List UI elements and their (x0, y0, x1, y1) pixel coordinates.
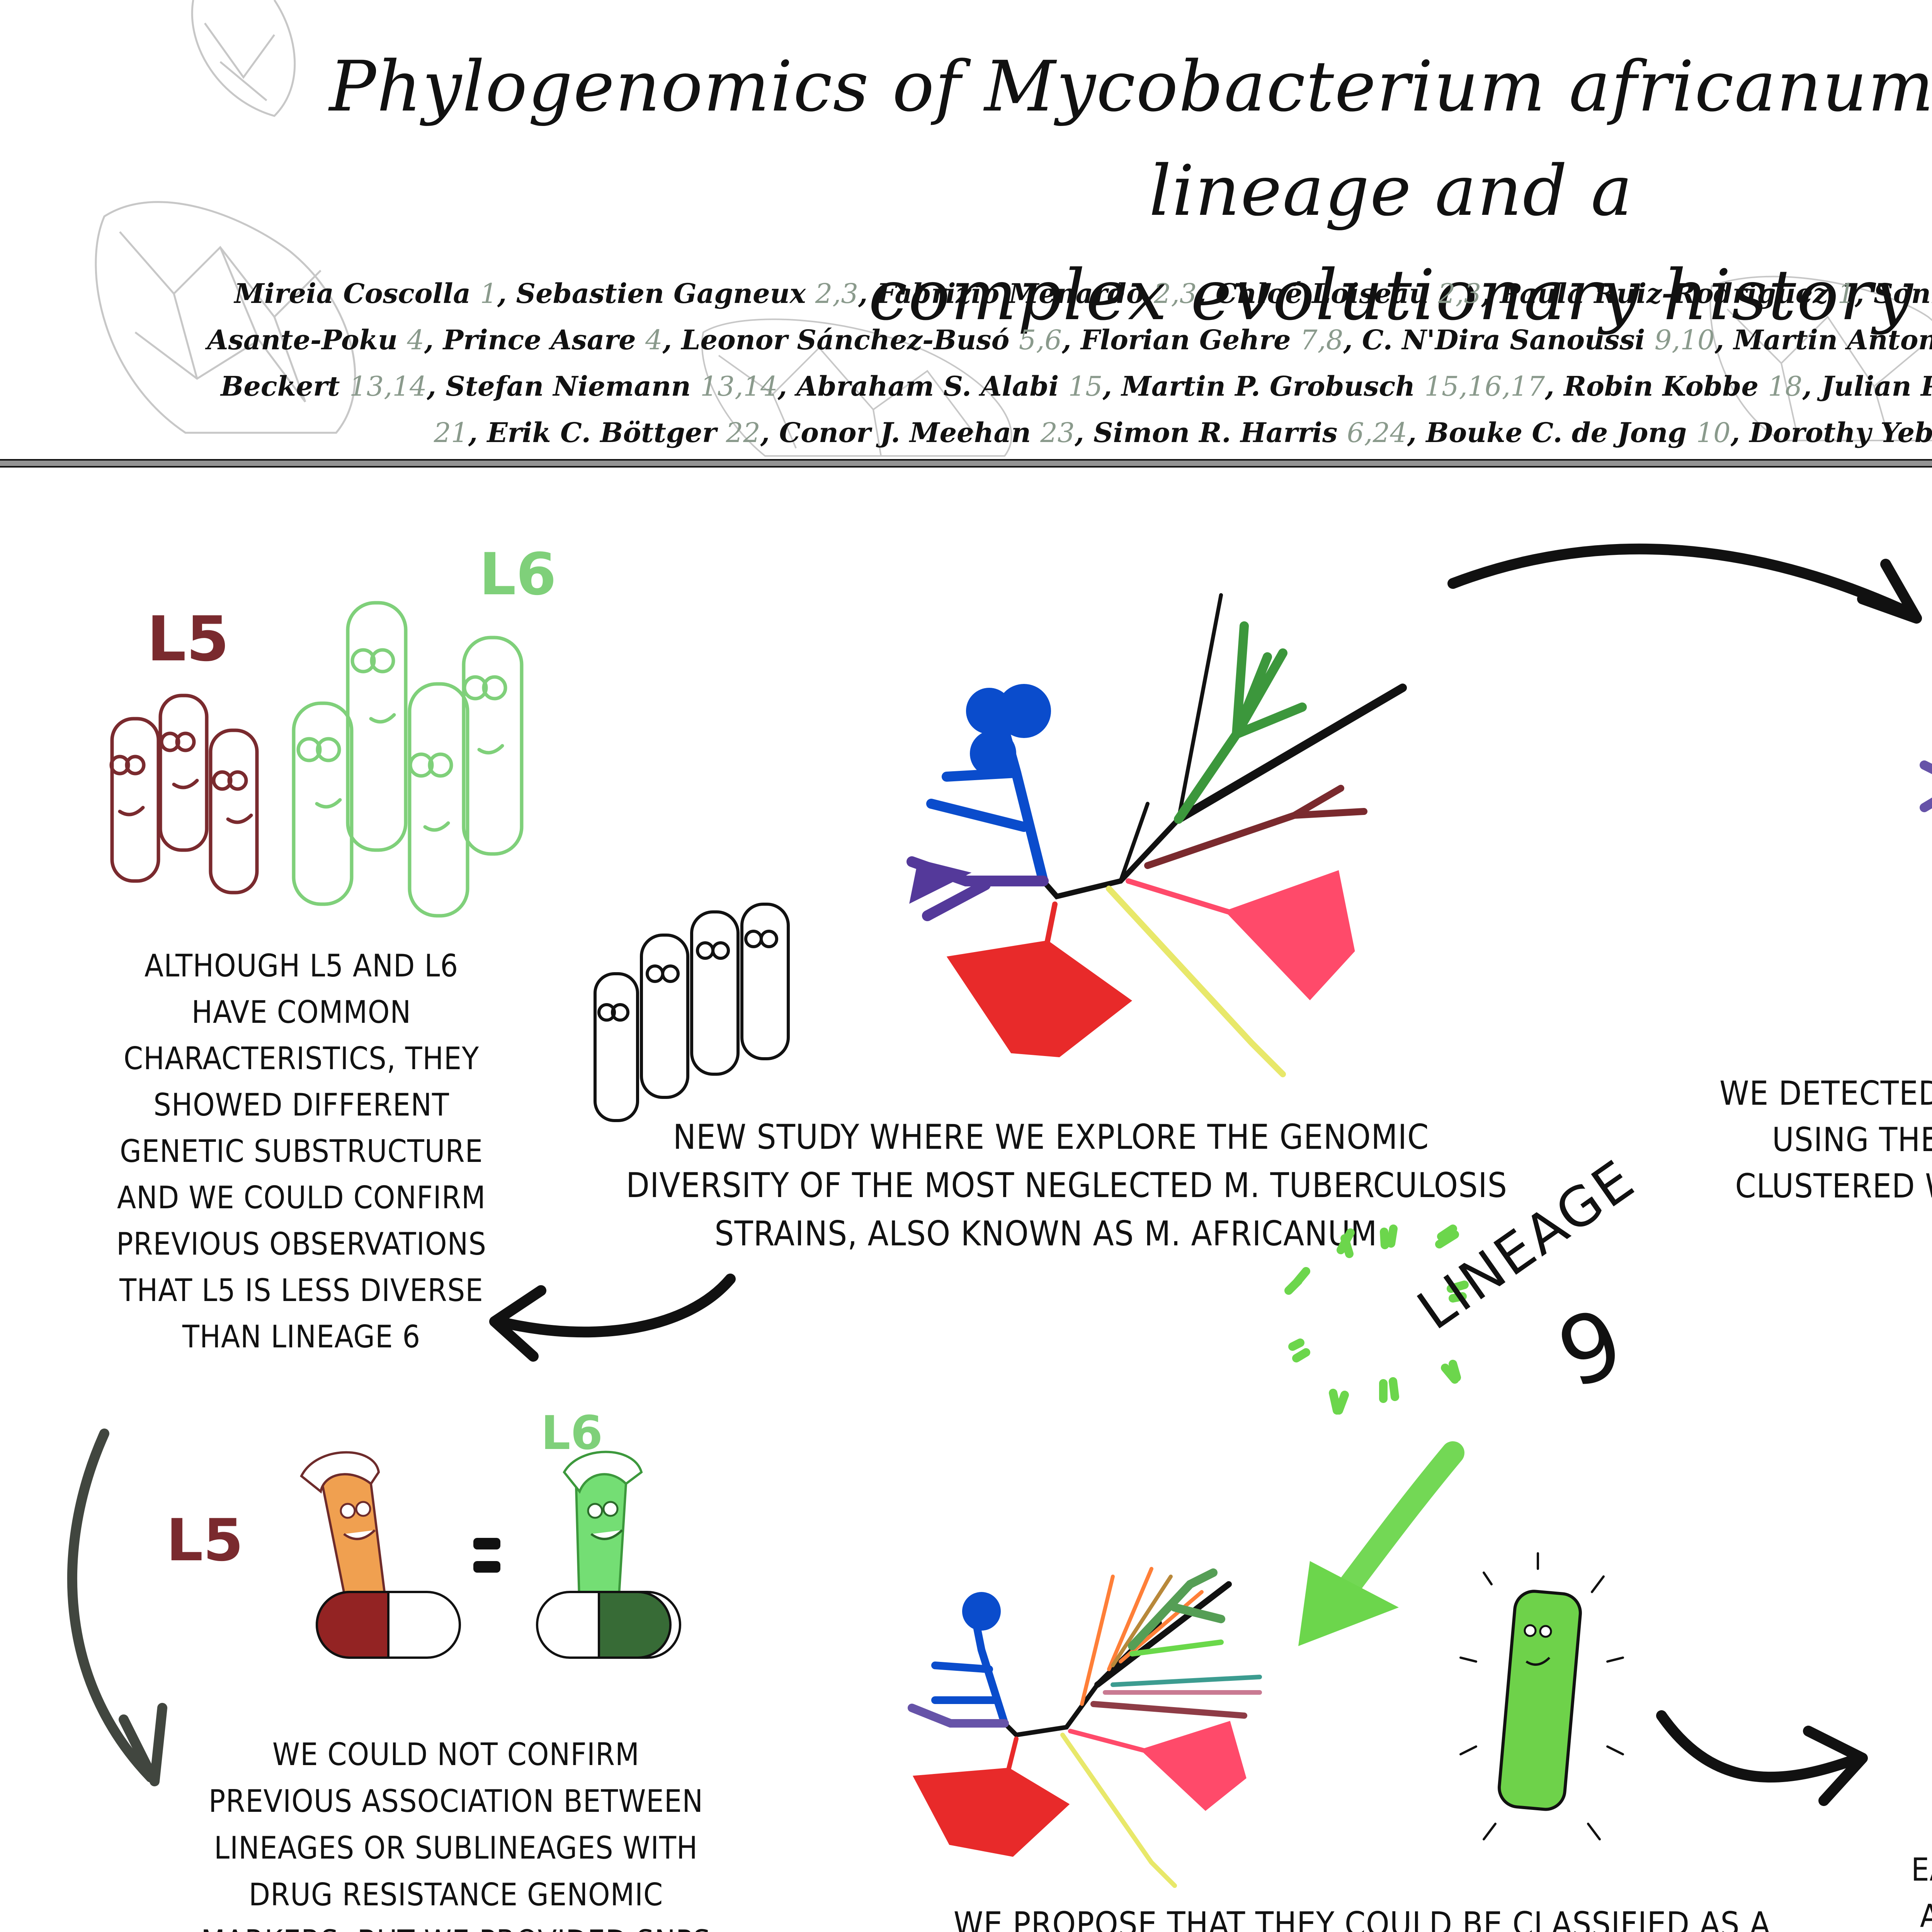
lineage9-burst-marks (1284, 1225, 1469, 1415)
author-name: Adwoa Asante-Poku (207, 324, 398, 356)
author-affiliation-number: 4 (645, 324, 663, 356)
l5-l6-diversity-text: ALTHOUGH L5 AND L6 HAVE COMMON CHARACTER… (116, 948, 487, 1355)
author-name: Conor J. Meehan (779, 417, 1041, 449)
author-affiliation-number: 2,3 (815, 278, 859, 310)
author-name: Mireia Coscolla (234, 277, 480, 310)
intro-text: NEW STUDY WHERE WE EXPLORE THE GENOMIC D… (626, 1117, 1507, 1253)
author-name: Paula Ruiz-Rodriguez (1500, 277, 1838, 310)
author-affiliation-number: 10 (1696, 417, 1731, 449)
author-list: Mireia Coscolla 1, Sebastien Gagneux 2,3… (201, 270, 1932, 456)
author-affiliation-number: 18 (1768, 371, 1803, 402)
author-affiliation-number: 6,24 (1347, 417, 1407, 449)
author-name: Abraham S. Alabi (796, 370, 1068, 402)
author-affiliation-number: 9,10 (1654, 324, 1715, 356)
origin-text: WHILE L6 AND L5 ORIGINATED MOST PROBABLY… (1911, 1852, 1932, 1932)
phylogenetic-tree-new-clades (1920, 760, 1932, 812)
title-line-2: complex evolutionary history (868, 255, 1914, 336)
author-name: Robin Kobbe (1563, 370, 1768, 402)
drug-resistance-text: WE COULD NOT CONFIRM PREVIOUS ASSOCIATIO… (201, 1736, 711, 1932)
header-separator (0, 459, 1932, 468)
author-name: Martin P. Grobusch (1121, 370, 1425, 402)
author-name: Patrick Beckert (221, 370, 340, 402)
author-affiliation-number: 15,16,17 (1424, 371, 1545, 402)
author-affiliation-number: 2,3 (1153, 278, 1197, 310)
author-name: Erik C. Böttger (487, 417, 726, 449)
author-name: Leonor Sánchez-Busó (681, 324, 1019, 356)
author-name: Bouke C. de Jong (1426, 417, 1696, 449)
author-affiliation-number: 1 (1837, 278, 1855, 310)
author-name: Florian Gehre (1080, 324, 1300, 356)
author-affiliation-number: 22 (726, 417, 760, 449)
poster-title: Phylogenomics of Mycobacterium africanum… (232, 35, 1932, 348)
author-name: Dorothy Yeboah-Manu (1749, 417, 1932, 449)
mesh-bacterium-decoration (701, 318, 1012, 457)
author-name: Prince Asare (443, 324, 645, 356)
author-name: C. N'Dira Sanoussi (1362, 324, 1655, 356)
bacteria-cluster-illustration (594, 903, 790, 1122)
author-affiliation-number: 21 (434, 417, 468, 449)
author-affiliation-number: 5,6 (1019, 324, 1062, 356)
drug-label-l6: L6 (541, 1406, 603, 1460)
author-affiliation-number: 13,14 (700, 371, 778, 402)
author-name: Chloé Loiseau (1216, 277, 1438, 310)
drug-resistance-illustration (300, 1451, 681, 1659)
author-affiliation-number: 4 (407, 324, 424, 356)
author-affiliation-number: 23 (1040, 417, 1075, 449)
label-l5: L5 (147, 603, 230, 675)
label-l6: L6 (479, 541, 556, 608)
author-affiliation-number: 13,14 (349, 371, 427, 402)
drug-label-l5: L5 (166, 1507, 243, 1574)
green-arrow-head (1298, 1561, 1399, 1646)
author-name: Sonia Borrell (1873, 277, 1932, 310)
author-affiliation-number: 15 (1068, 371, 1103, 402)
author-affiliation-number: 1 (480, 278, 497, 310)
author-name: Martin Antonio (1733, 324, 1932, 356)
mesh-bacterium-decoration (95, 0, 356, 434)
phylogenetic-tree-mtbc (906, 593, 1407, 1077)
lineage9-bacterium-illustration (1459, 1552, 1624, 1840)
author-name: Simon R. Harris (1094, 417, 1347, 449)
author-affiliation-number: 7,8 (1300, 324, 1344, 356)
title-line-1: Phylogenomics of Mycobacterium africanum… (329, 46, 1932, 231)
propose-new-lineage-text: WE PROPOSE THAT THEY COULD BE CLASSIFIED… (953, 1905, 1771, 1932)
phylogenetic-tree-with-l9 (908, 1567, 1262, 1888)
unclassified-genomes-text: WE DETECTED THREE GENOMES THAT WE COULD … (1719, 1074, 1932, 1206)
author-name: Stefan Niemann (446, 370, 701, 402)
author-name: Fabrizio Menardo (877, 277, 1154, 310)
author-affiliation-number: 2,3 (1438, 278, 1481, 310)
author-name: Julian Parkhill (1821, 370, 1932, 402)
author-name: Sebastien Gagneux (516, 277, 815, 310)
mesh-bacterium-decoration (1709, 276, 1932, 441)
l5-l6-bacteria-illustration (109, 601, 524, 918)
